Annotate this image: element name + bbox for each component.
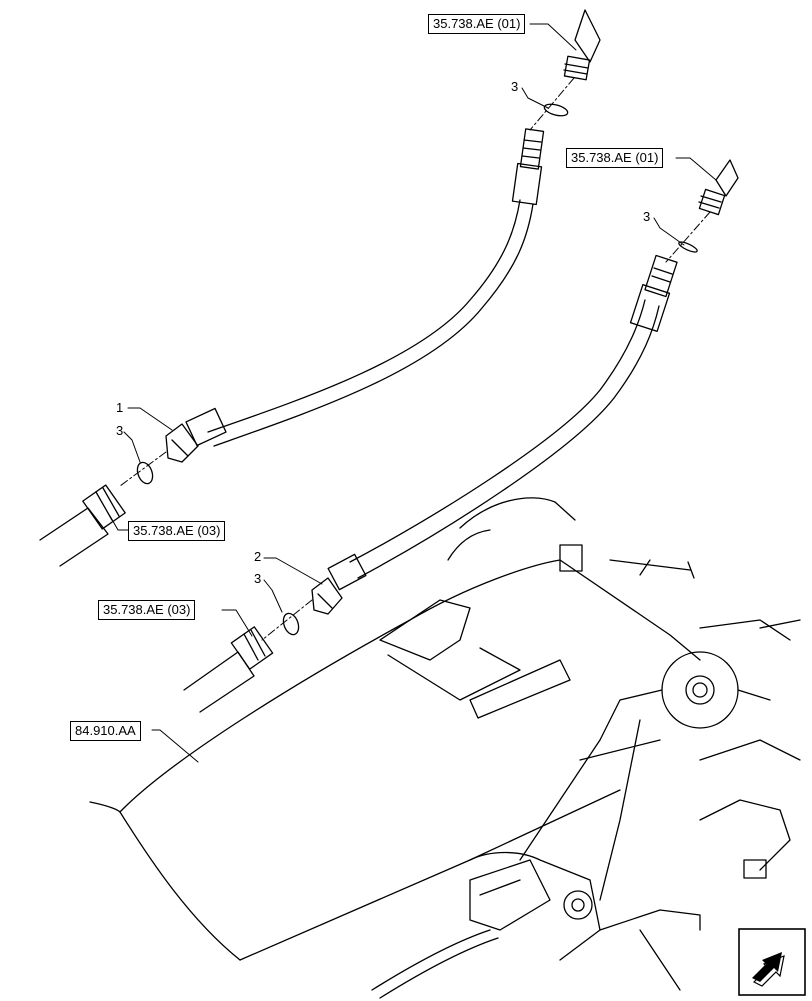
fitting-top-right (698, 159, 739, 216)
callout-item-3-right: 3 (643, 209, 651, 224)
callout-item-2: 2 (254, 549, 262, 564)
o-ring-right (678, 241, 698, 253)
hose-1 (165, 128, 545, 463)
callout-item-3-top: 3 (511, 79, 519, 94)
fitting-left-03 (39, 484, 126, 567)
hose-2 (311, 254, 678, 615)
ref-box-35-738-ae-01-top[interactable]: 35.738.AE (01) (428, 14, 526, 34)
boom-assembly (89, 497, 801, 999)
next-page-arrow-icon[interactable] (738, 928, 806, 996)
callout-item-3-left: 3 (116, 423, 124, 438)
ref-box-35-738-ae-03-left[interactable]: 35.738.AE (03) (128, 521, 226, 541)
callout-item-1: 1 (116, 400, 124, 415)
fitting-top-left (563, 9, 601, 81)
fitting-lower-03 (183, 626, 274, 713)
callout-item-3-lower: 3 (254, 571, 262, 586)
ref-box-84-910-aa[interactable]: 84.910.AA (70, 721, 141, 741)
center-lines (119, 77, 711, 641)
ref-box-35-738-ae-01-right[interactable]: 35.738.AE (01) (566, 148, 664, 168)
leader-lines (109, 23, 717, 763)
o-ring-left (136, 461, 154, 485)
ref-box-35-738-ae-03-lower[interactable]: 35.738.AE (03) (98, 600, 196, 620)
o-ring-lower (282, 612, 300, 636)
o-ring-top (543, 103, 569, 117)
